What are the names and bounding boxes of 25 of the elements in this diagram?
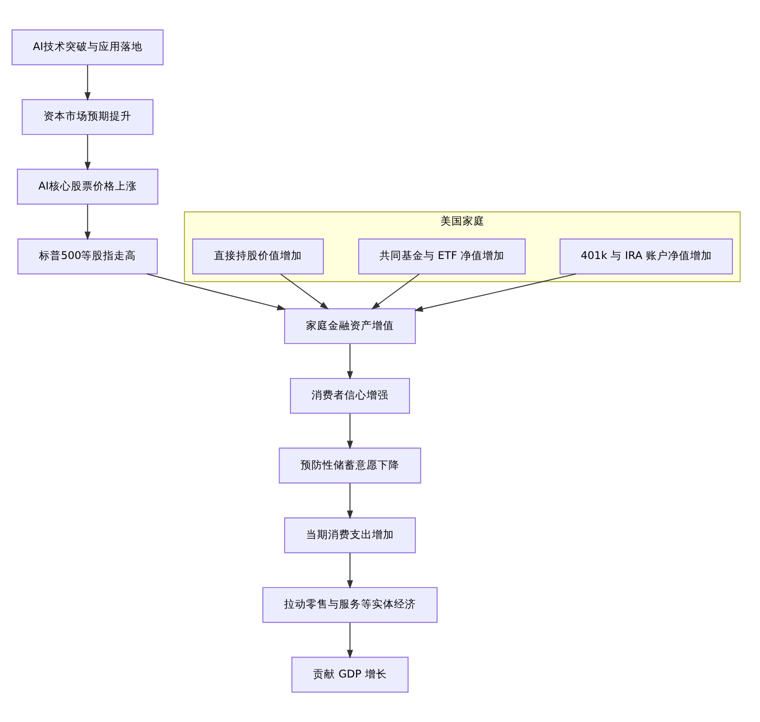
node-box: 贡献 GDP 增长 (291, 656, 409, 693)
node-box: 当期消费支出增加 (284, 517, 416, 554)
arrow (371, 274, 420, 310)
node-box: 标普500等股指走高 (17, 238, 158, 274)
arrow (84, 204, 91, 240)
arrow (346, 343, 354, 380)
arrow (84, 64, 91, 101)
node-box: AI技术突破与应用落地 (12, 29, 164, 66)
node-box: 家庭金融资产增值 (284, 308, 416, 344)
arrow (346, 622, 354, 659)
arrow (280, 274, 329, 310)
arrow (414, 273, 577, 312)
node-box: 预防性储蓄意愿下降 (278, 448, 422, 484)
arrow (346, 413, 354, 450)
node-box: 消费者信心增强 (290, 378, 410, 414)
arrow (84, 134, 91, 171)
arrow (346, 482, 354, 520)
arrow (146, 273, 286, 310)
node-box: 拉动零售与服务等实体经济 (262, 587, 438, 623)
node-box: 401k 与 IRA 账户净值增加 (560, 238, 733, 274)
node-box: 资本市场预期提升 (22, 99, 154, 135)
node-box: AI核心股票价格上涨 (16, 168, 158, 205)
arrow (346, 552, 354, 589)
node-box: 共同基金与 ETF 净值增加 (358, 238, 526, 274)
node-box: 直接持股价值增加 (192, 238, 324, 274)
